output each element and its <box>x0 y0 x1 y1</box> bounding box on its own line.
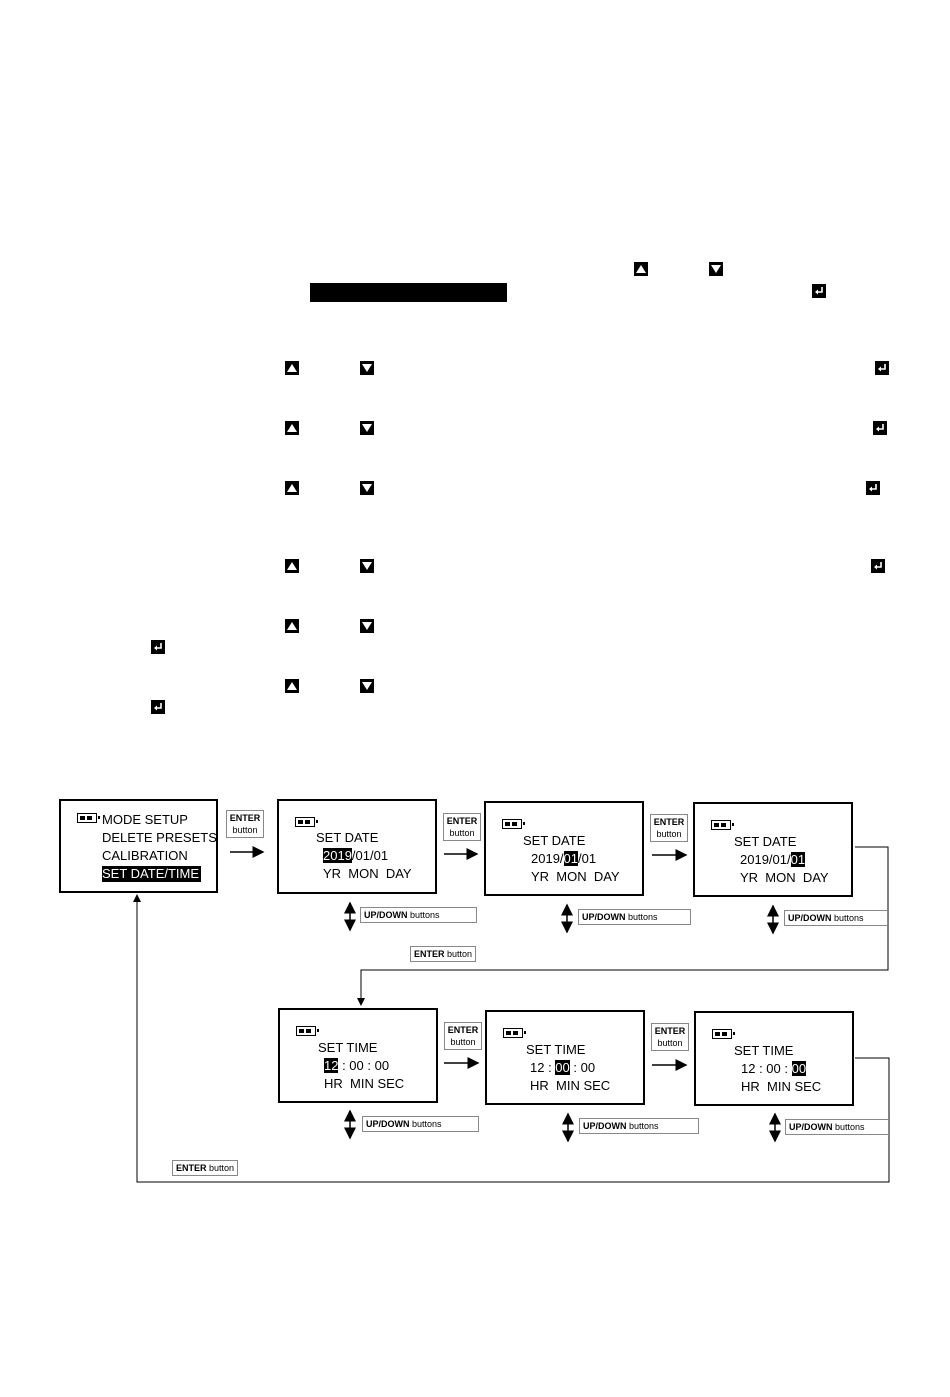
screen-title: SET TIME <box>526 1042 586 1057</box>
date-units: YR MON DAY <box>740 870 829 885</box>
updown-buttons-label: UP/DOWN buttons <box>579 1118 699 1134</box>
battery-icon <box>503 1028 526 1038</box>
down-arrow-button-icon <box>360 361 374 375</box>
date-units: YR MON DAY <box>323 866 412 881</box>
up-arrow-button-icon <box>285 481 299 495</box>
set-time-hour-screen: SET TIME 12 : 00 : 00 HR MIN SEC <box>278 1008 438 1103</box>
menu-item: CALIBRATION <box>102 848 188 863</box>
screen-title: SET DATE <box>523 833 586 848</box>
enter-button-icon <box>812 284 826 298</box>
time-value: 12 : 00 : 00 <box>741 1061 807 1076</box>
screen-title: SET TIME <box>734 1043 794 1058</box>
updown-buttons-label: UP/DOWN buttons <box>784 910 888 926</box>
set-date-year-screen: SET DATE 2019/01/01 YR MON DAY <box>277 799 437 894</box>
enter-button-label: ENTER button <box>172 1160 239 1176</box>
enter-button-icon <box>151 640 165 654</box>
screen-title: SET TIME <box>318 1040 378 1055</box>
menu-item-selected: SET DATE/TIME <box>102 866 202 882</box>
updown-buttons-label: UP/DOWN buttons <box>785 1119 889 1135</box>
time-units: HR MIN SEC <box>324 1076 405 1091</box>
enter-button-icon <box>873 421 887 435</box>
up-arrow-button-icon <box>634 262 648 276</box>
enter-button-label: ENTER button <box>410 946 477 962</box>
updown-buttons-label: UP/DOWN buttons <box>362 1116 479 1132</box>
battery-icon <box>711 820 734 830</box>
battery-icon <box>296 1026 319 1036</box>
date-units: YR MON DAY <box>531 869 620 884</box>
enter-button-icon <box>875 361 889 375</box>
redacted-bar <box>310 283 507 302</box>
menu-item: MODE SETUP <box>102 812 188 827</box>
down-arrow-button-icon <box>360 559 374 573</box>
enter-button-icon <box>871 559 885 573</box>
up-arrow-button-icon <box>285 619 299 633</box>
set-date-month-screen: SET DATE 2019/01/01 YR MON DAY <box>484 801 644 896</box>
set-time-minute-screen: SET TIME 12 : 00 : 00 HR MIN SEC <box>485 1010 645 1105</box>
time-value: 12 : 00 : 00 <box>324 1058 390 1073</box>
enter-button-icon <box>151 700 165 714</box>
up-arrow-button-icon <box>285 559 299 573</box>
date-value: 2019/01/01 <box>531 851 597 866</box>
down-arrow-button-icon <box>360 679 374 693</box>
set-date-day-screen: SET DATE 2019/01/01 YR MON DAY <box>693 802 853 897</box>
down-arrow-button-icon <box>709 262 723 276</box>
battery-icon <box>712 1029 735 1039</box>
down-arrow-button-icon <box>360 619 374 633</box>
menu-item: DELETE PRESETS <box>102 830 217 845</box>
battery-icon <box>77 813 100 823</box>
screen-title: SET DATE <box>734 834 797 849</box>
up-arrow-button-icon <box>285 679 299 693</box>
updown-buttons-label: UP/DOWN buttons <box>578 909 691 925</box>
up-arrow-button-icon <box>285 361 299 375</box>
battery-icon <box>502 819 525 829</box>
date-value: 2019/01/01 <box>740 852 806 867</box>
down-arrow-button-icon <box>360 481 374 495</box>
date-value: 2019/01/01 <box>323 848 389 863</box>
time-units: HR MIN SEC <box>741 1079 822 1094</box>
down-arrow-button-icon <box>360 421 374 435</box>
time-value: 12 : 00 : 00 <box>530 1060 596 1075</box>
set-time-second-screen: SET TIME 12 : 00 : 00 HR MIN SEC <box>694 1011 854 1106</box>
screen-title: SET DATE <box>316 830 379 845</box>
time-units: HR MIN SEC <box>530 1078 611 1093</box>
battery-icon <box>295 817 318 827</box>
enter-button-icon <box>866 481 880 495</box>
updown-buttons-label: UP/DOWN buttons <box>360 907 477 923</box>
menu-screen: MODE SETUP DELETE PRESETS CALIBRATION SE… <box>59 799 218 893</box>
up-arrow-button-icon <box>285 421 299 435</box>
